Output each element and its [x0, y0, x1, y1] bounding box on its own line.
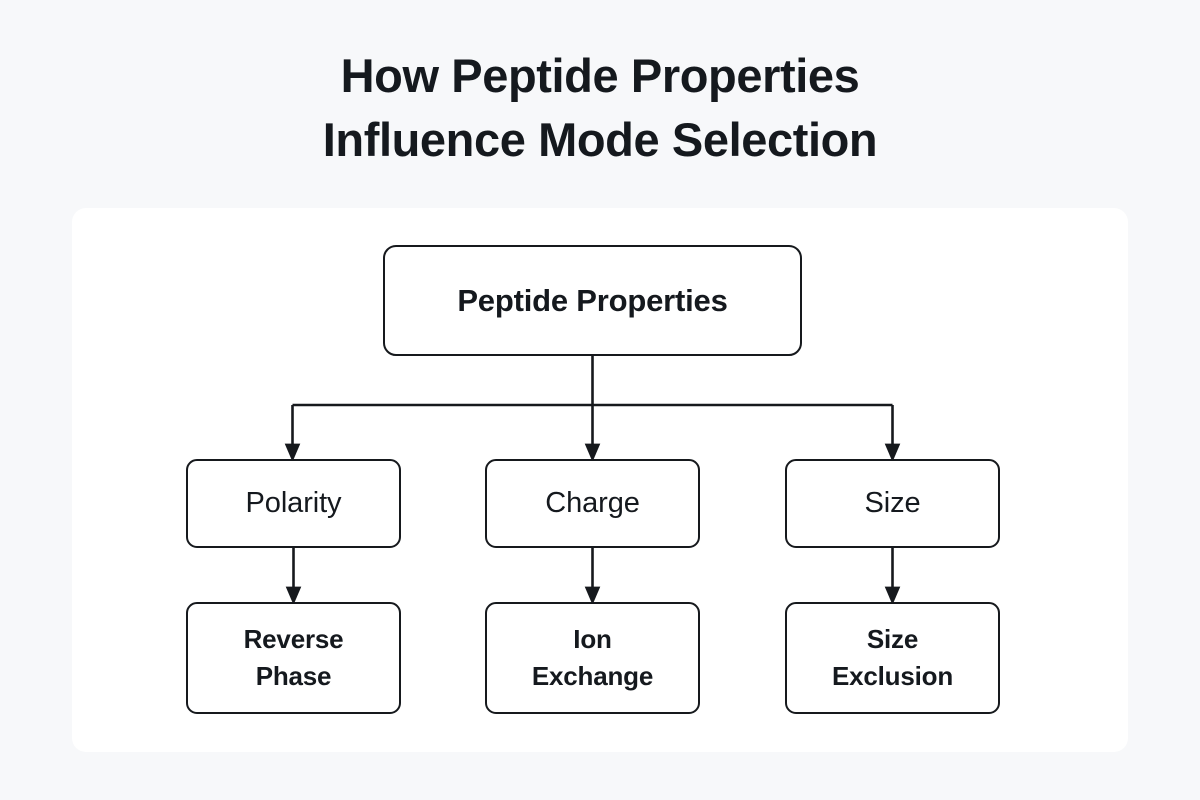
node-polarity[interactable]: Polarity — [186, 459, 401, 548]
node-reverse-phase-label: Reverse Phase — [243, 624, 344, 691]
page-title: How Peptide Properties Influence Mode Se… — [0, 44, 1200, 172]
node-ion-exchange-label: Ion Exchange — [531, 624, 654, 691]
node-size-exclusion-label: Size Exclusion — [831, 624, 953, 691]
node-charge[interactable]: Charge — [485, 459, 700, 548]
node-charge-label: Charge — [545, 487, 640, 519]
node-ion-exchange[interactable]: Ion Exchange — [485, 602, 700, 714]
node-polarity-label: Polarity — [245, 487, 342, 519]
node-reverse-phase[interactable]: Reverse Phase — [186, 602, 401, 714]
page-title-line-1: How Peptide Properties — [340, 49, 860, 102]
node-peptide-properties-label: Peptide Properties — [457, 282, 728, 318]
node-size-exclusion[interactable]: Size Exclusion — [785, 602, 1000, 714]
node-size-label: Size — [864, 487, 921, 519]
node-peptide-properties[interactable]: Peptide Properties — [383, 245, 802, 356]
node-size[interactable]: Size — [785, 459, 1000, 548]
page-title-line-2: Influence Mode Selection — [322, 113, 878, 166]
